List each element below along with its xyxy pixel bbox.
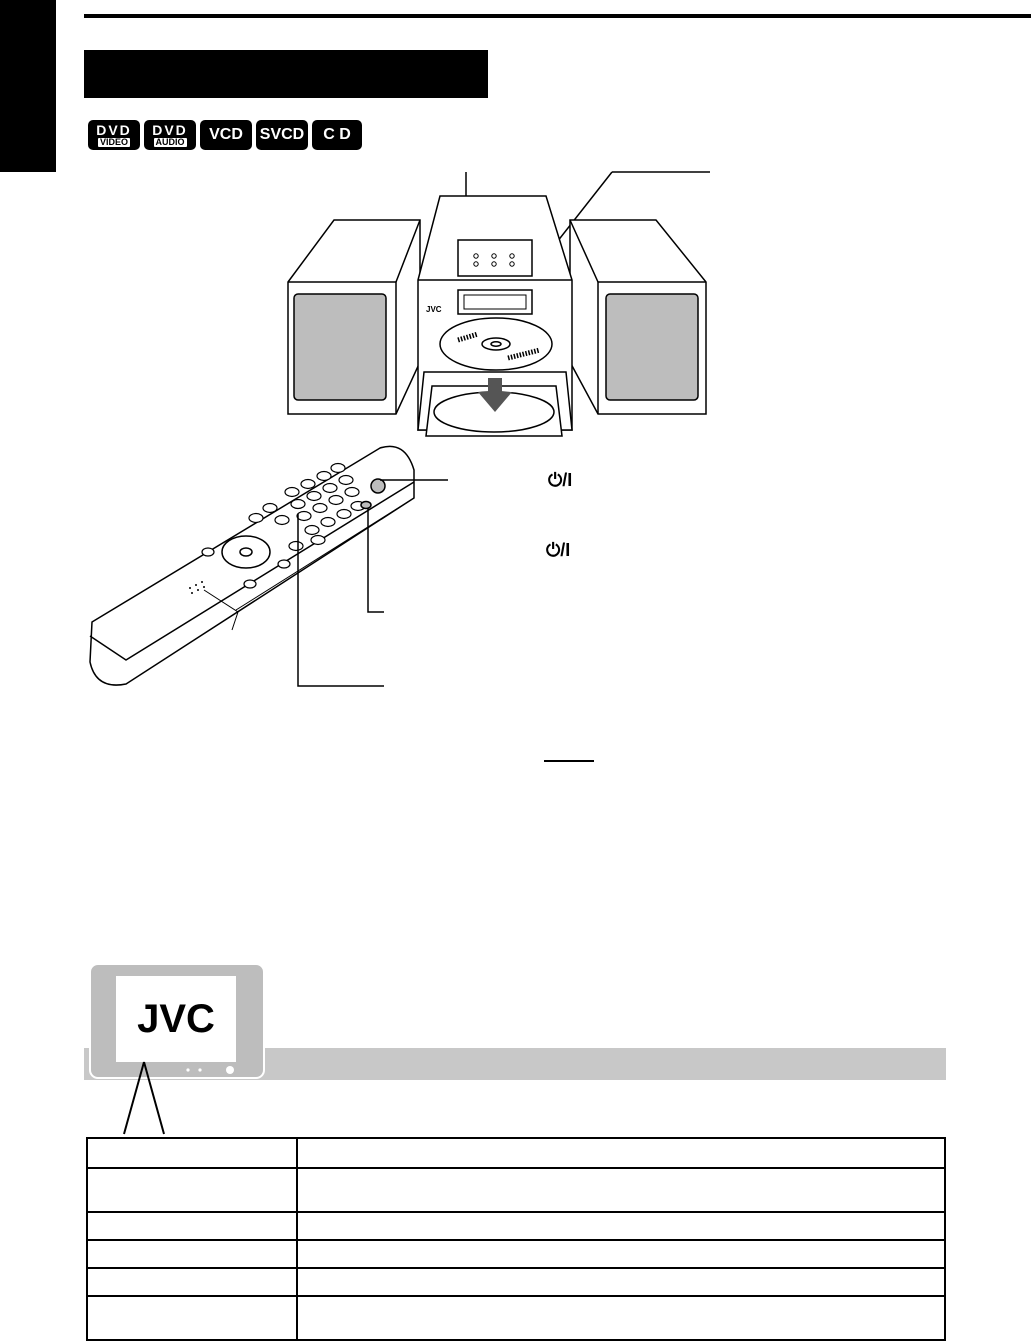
power-button xyxy=(370,478,386,494)
callout-button-3 xyxy=(297,514,384,687)
table-cell xyxy=(296,1137,946,1169)
info-table xyxy=(86,1137,946,1341)
badge-top-text: VCD xyxy=(209,126,243,143)
disc-badges: DVD VIDEO DVD AUDIO VCD SVCD C D xyxy=(88,120,362,150)
callout-button-2 xyxy=(367,508,384,613)
dvd-audio-logo: DVD AUDIO xyxy=(144,120,196,150)
section-title-bar xyxy=(84,50,488,98)
left-speaker xyxy=(287,219,421,415)
table-cell xyxy=(296,1239,946,1269)
tv-callout xyxy=(123,1061,165,1135)
badge-bottom-text: VIDEO xyxy=(97,137,130,147)
insert-arrow xyxy=(478,378,512,412)
tv-screen-logo: JVC xyxy=(137,997,215,1041)
table-cell xyxy=(296,1295,946,1341)
table-cell xyxy=(86,1167,298,1213)
section-tab xyxy=(0,0,56,172)
table-cell xyxy=(86,1239,298,1269)
table-row xyxy=(86,1137,946,1169)
unit-logo: JVC xyxy=(426,305,442,314)
table-row xyxy=(86,1167,946,1213)
badge-top-text: C D xyxy=(323,126,351,143)
table-cell xyxy=(86,1295,298,1341)
table-cell xyxy=(86,1211,298,1241)
table-cell xyxy=(296,1211,946,1241)
right-speaker xyxy=(569,219,707,415)
table-row xyxy=(86,1295,946,1341)
badge-top-text: DVD xyxy=(96,122,132,138)
vcd-logo: VCD xyxy=(200,120,252,150)
cd-logo: C D xyxy=(312,120,362,150)
table-row xyxy=(86,1239,946,1269)
badge-top-text: DVD xyxy=(152,122,188,138)
table-row xyxy=(86,1211,946,1241)
underline-mark xyxy=(544,760,594,762)
table-cell xyxy=(296,1267,946,1297)
badge-bottom-text: AUDIO xyxy=(153,137,187,147)
system-illustration: JVC xyxy=(89,171,710,687)
badge-top-text: SVCD xyxy=(259,126,305,143)
power-symbol: ⏻/I xyxy=(546,540,571,560)
dvd-video-logo: DVD VIDEO xyxy=(88,120,140,150)
tv-illustration: JVC xyxy=(89,963,265,1135)
table-cell xyxy=(86,1267,298,1297)
table-cell xyxy=(296,1167,946,1213)
svcd-logo: SVCD xyxy=(256,120,308,150)
main-unit xyxy=(417,195,573,437)
power-symbol: ⏻/I xyxy=(548,470,573,490)
table-cell xyxy=(86,1137,298,1169)
remote-control xyxy=(89,445,415,686)
top-rule xyxy=(84,14,1031,18)
table-row xyxy=(86,1267,946,1297)
